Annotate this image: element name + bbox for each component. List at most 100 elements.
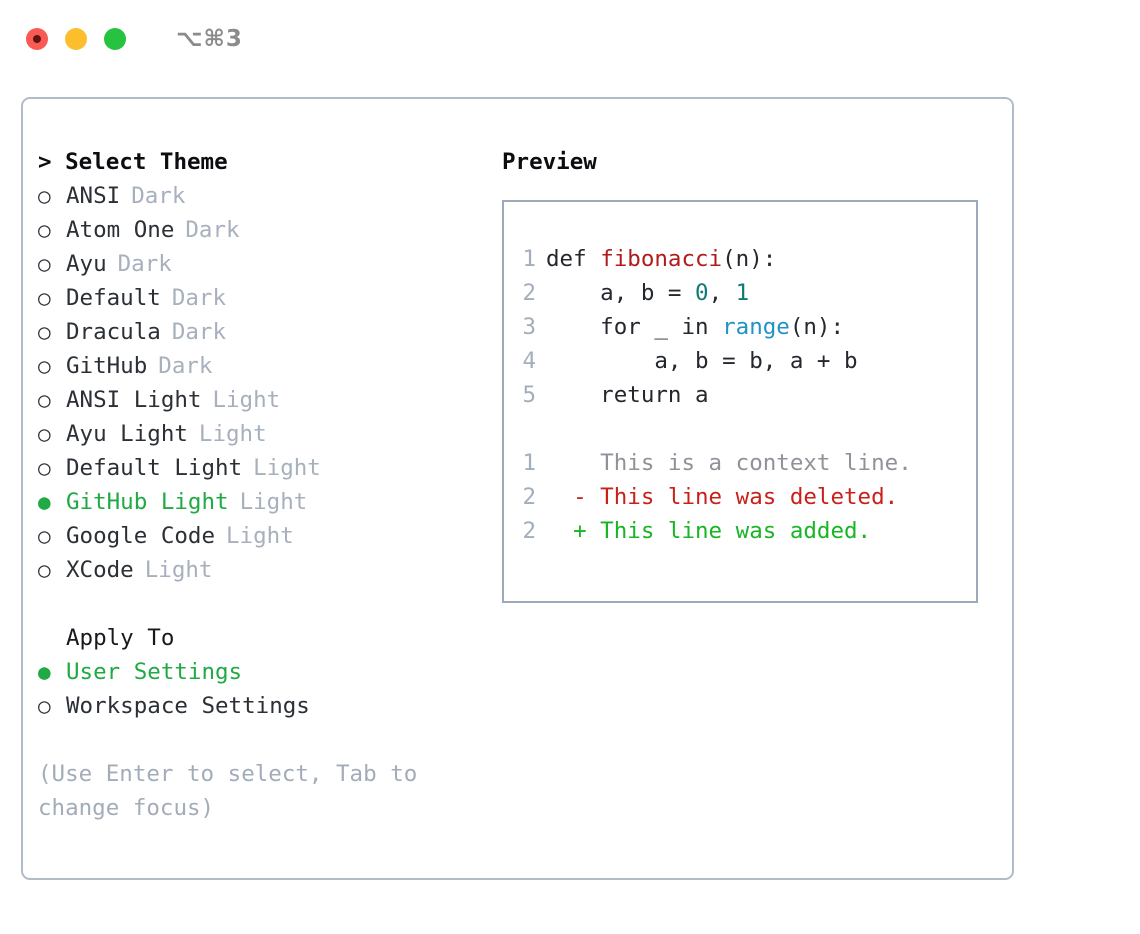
theme-option-ansi[interactable]: ○ ANSI Dark (38, 179, 493, 213)
theme-option-dracula[interactable]: ○ Dracula Dark (38, 315, 493, 349)
apply-to-option-label: User Settings (66, 659, 243, 685)
diff-sample: 1 This is a context line.2 - This line w… (522, 446, 976, 548)
diff-line-number: 2 (522, 484, 536, 510)
code-line-text: return a (546, 378, 709, 412)
radio-unselected-icon: ○ (38, 286, 51, 310)
close-window-icon[interactable] (26, 28, 48, 50)
theme-variant-tag: Dark (117, 251, 172, 277)
theme-variant-tag: Dark (131, 183, 186, 209)
code-token-plain: (n): (722, 246, 777, 272)
theme-option-github[interactable]: ○ GitHub Dark (38, 349, 493, 383)
code-line: 4 a, b = b, a + b (522, 344, 976, 378)
radio-unselected-icon: ○ (38, 218, 51, 242)
theme-option-label: Google Code (66, 523, 216, 549)
radio-unselected-icon: ○ (38, 456, 51, 480)
code-token-plain: def (546, 246, 601, 272)
code-line-number: 1 (522, 246, 536, 272)
diff-line-text: + This line was added. (546, 518, 872, 544)
title-bar: ⌥⌘3 (0, 0, 1140, 78)
apply-to-option-label: Workspace Settings (66, 693, 310, 719)
window-controls (26, 28, 126, 50)
code-token-plain: (n): (789, 314, 845, 340)
theme-option-atom-one[interactable]: ○ Atom One Dark (38, 213, 493, 247)
theme-variant-tag: Dark (158, 353, 213, 379)
code-token-num: 0 (695, 280, 709, 306)
list-spacer (38, 587, 493, 621)
radio-selected-icon: ● (38, 660, 51, 684)
theme-option-xcode[interactable]: ○ XCode Light (38, 553, 493, 587)
code-token-plain: a, b = (546, 280, 696, 306)
radio-unselected-icon: ○ (38, 320, 51, 344)
theme-variant-tag: Light (144, 557, 213, 583)
apply-to-option-workspace-settings[interactable]: ○ Workspace Settings (38, 689, 493, 723)
theme-option-ayu[interactable]: ○ Ayu Dark (38, 247, 493, 281)
code-line-text: a, b = 0, 1 (546, 276, 749, 310)
radio-unselected-icon: ○ (38, 422, 51, 446)
code-line: 1 def fibonacci(n): (522, 242, 976, 276)
code-token-fn: fibonacci (600, 246, 723, 272)
radio-unselected-icon: ○ (38, 694, 51, 718)
theme-variant-tag: Light (212, 387, 281, 413)
diff-line-number: 1 (522, 450, 536, 476)
code-line: 3 for _ in range(n): (522, 310, 976, 344)
theme-option-label: Atom One (66, 217, 175, 243)
radio-unselected-icon: ○ (38, 252, 51, 276)
theme-option-label: GitHub Light (66, 489, 229, 515)
diff-line-number: 2 (522, 518, 536, 544)
theme-option-label: Dracula (66, 319, 161, 345)
radio-unselected-icon: ○ (38, 558, 51, 582)
code-token-plain: for _ in (546, 314, 723, 340)
code-line-number: 4 (522, 348, 536, 374)
code-line-number: 5 (522, 382, 536, 408)
theme-option-github-light[interactable]: ● GitHub Light Light (38, 485, 493, 519)
diff-line-text: - This line was deleted. (546, 484, 899, 510)
radio-unselected-icon: ○ (38, 388, 51, 412)
keyboard-shortcut-label: ⌥⌘3 (176, 25, 243, 52)
radio-selected-icon: ● (38, 490, 51, 514)
diff-line-text: This is a context line. (546, 450, 912, 476)
theme-variant-tag: Light (198, 421, 267, 447)
theme-variant-tag: Light (239, 489, 308, 515)
theme-option-label: XCode (66, 557, 134, 583)
theme-option-label: Ayu Light (66, 421, 188, 447)
theme-variant-tag: Dark (185, 217, 240, 243)
theme-variant-tag: Dark (171, 319, 227, 345)
code-token-plain: return a (546, 382, 709, 408)
code-line-number: 3 (522, 314, 536, 340)
code-line: 2 a, b = 0, 1 (522, 276, 976, 310)
theme-variant-tag: Dark (171, 285, 227, 311)
theme-option-ayu-light[interactable]: ○ Ayu Light Light (38, 417, 493, 451)
theme-option-default-light[interactable]: ○ Default Light Light (38, 451, 493, 485)
theme-variant-tag: Light (226, 523, 294, 549)
apply-to-list[interactable]: ● User Settings ○ Workspace Settings (38, 655, 493, 723)
apply-to-option-user-settings[interactable]: ● User Settings (38, 655, 493, 689)
keyboard-hint-text: (Use Enter to select, Tab to change focu… (38, 761, 431, 821)
radio-unselected-icon: ○ (38, 354, 51, 378)
maximize-window-icon[interactable] (104, 28, 126, 50)
minimize-window-icon[interactable] (65, 28, 87, 50)
diff-line-del: 2 - This line was deleted. (522, 480, 976, 514)
theme-variant-tag: Light (253, 455, 321, 481)
diff-line-ctx: 1 This is a context line. (522, 446, 976, 480)
theme-option-label: Default Light (66, 455, 243, 481)
code-token-num: 1 (735, 280, 750, 306)
radio-unselected-icon: ○ (38, 184, 51, 208)
code-token-plain: a, b = b, a + b (546, 348, 858, 374)
code-line-text: a, b = b, a + b (546, 344, 858, 378)
diff-line-add: 2 + This line was added. (522, 514, 976, 548)
theme-option-label: Ayu (66, 251, 107, 277)
theme-option-label: GitHub (66, 353, 148, 379)
preview-heading: Preview (502, 149, 597, 175)
theme-option-label: ANSI (66, 183, 121, 209)
code-line-text: for _ in range(n): (546, 310, 844, 344)
